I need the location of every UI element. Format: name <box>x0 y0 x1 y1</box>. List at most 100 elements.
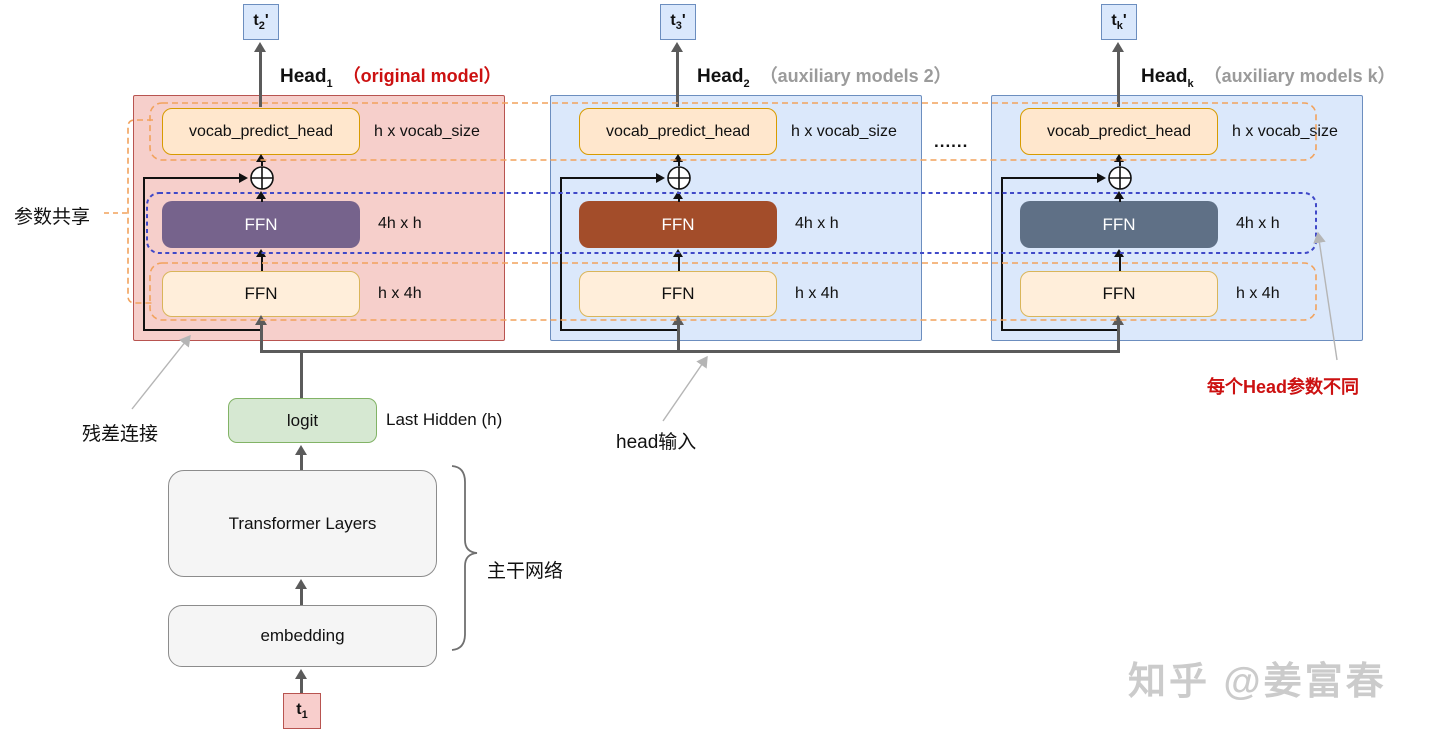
residual-line-bottom <box>143 329 262 331</box>
arrow-into-transformer <box>295 579 307 589</box>
add-icon <box>249 165 275 196</box>
line <box>261 197 263 202</box>
headk-title: Headk（auxiliary models k） <box>1141 66 1396 90</box>
head2-note: （auxiliary models 2） <box>759 66 952 86</box>
head1-input-riser <box>260 325 263 352</box>
token-text: t1 <box>296 700 308 722</box>
output-line <box>676 51 679 107</box>
head1-block: vocab_predict_head h x vocab_size FFN 4h… <box>133 95 505 341</box>
line <box>1119 160 1121 166</box>
transformer-layers-box: Transformer Layers <box>168 470 437 577</box>
ellipsis-dots: ...... <box>934 132 969 151</box>
headk-ffn-down-dim: h x 4h <box>1236 285 1280 302</box>
residual-label: 残差连接 <box>82 424 159 445</box>
watermark: 知乎 @姜富春 <box>1128 661 1387 703</box>
output-arrowhead <box>254 42 266 52</box>
transformer-layers-label: Transformer Layers <box>228 513 377 533</box>
residual-line-vertical <box>1001 177 1003 330</box>
output-arrowhead <box>1112 42 1124 52</box>
logit-label: logit <box>286 410 319 430</box>
headk-ffn-up-box: FFN <box>1020 201 1218 248</box>
output-arrowhead <box>671 42 683 52</box>
token-text: tk' <box>1111 11 1127 33</box>
token-t3-box: t3' <box>660 4 696 40</box>
line <box>678 160 680 166</box>
headk-block: vocab_predict_head h x vocab_size FFN 4h… <box>991 95 1363 341</box>
residual-line-vertical <box>560 177 562 330</box>
head2-ffn-up-box: FFN <box>579 201 777 248</box>
head1-note: （original model） <box>342 66 502 86</box>
arrow-into-embedding <box>295 669 307 679</box>
head1-ffn-up-dim: 4h x h <box>378 215 422 232</box>
line <box>1119 197 1121 202</box>
token-text: t2' <box>253 11 269 33</box>
headk-vocab-dim: h x vocab_size <box>1232 123 1338 140</box>
residual-line-vertical <box>143 177 145 330</box>
backbone-label: 主干网络 <box>487 561 564 582</box>
line <box>1119 255 1121 271</box>
ffn-label: FFN <box>661 284 695 303</box>
token-tk-box: tk' <box>1101 4 1137 40</box>
ffn-label: FFN <box>244 214 278 234</box>
token-t2-box: t2' <box>243 4 279 40</box>
ffn-label: FFN <box>244 284 278 303</box>
head1-ffn-down-dim: h x 4h <box>378 285 422 302</box>
head2-input-riser <box>677 325 680 352</box>
output-line <box>1117 51 1120 107</box>
residual-line-top <box>560 177 657 179</box>
ffn-label: FFN <box>1102 284 1136 303</box>
residual-arrowhead <box>1097 173 1106 183</box>
param-share-label: 参数共享 <box>14 207 91 228</box>
add-icon <box>666 165 692 196</box>
ffn-label: FFN <box>661 214 695 234</box>
head1-vocab-predict-head-box: vocab_predict_head <box>162 108 360 155</box>
vocab-label: vocab_predict_head <box>188 122 334 140</box>
token-t1-box: t1 <box>283 693 321 729</box>
head2-ffn-down-dim: h x 4h <box>795 285 839 302</box>
residual-line-top <box>1001 177 1098 179</box>
headk-input-arrowhead <box>1112 315 1124 325</box>
line <box>300 454 303 470</box>
headk-input-riser <box>1117 325 1120 352</box>
head-input-annotation-arrow <box>662 355 708 422</box>
last-hidden-label: Last Hidden (h) <box>386 410 503 429</box>
add-icon <box>1107 165 1133 196</box>
residual-line-bottom <box>1001 329 1120 331</box>
arrow-into-logit <box>295 445 307 455</box>
residual-line-bottom <box>560 329 679 331</box>
vocab-label: vocab_predict_head <box>605 122 751 140</box>
residual-arrowhead <box>239 173 248 183</box>
embedding-label: embedding <box>260 626 345 645</box>
line <box>261 160 263 166</box>
token-text: t3' <box>670 11 686 33</box>
head1-vocab-dim: h x vocab_size <box>374 123 480 140</box>
line <box>261 255 263 271</box>
headk-ffn-down-box: FFN <box>1020 271 1218 317</box>
headk-vocab-predict-head-box: vocab_predict_head <box>1020 108 1218 155</box>
head2-ffn-down-box: FFN <box>579 271 777 317</box>
residual-annotation-arrow <box>131 334 191 410</box>
line <box>300 588 303 605</box>
head1-ffn-down-box: FFN <box>162 271 360 317</box>
line <box>678 197 680 202</box>
head2-vocab-predict-head-box: vocab_predict_head <box>579 108 777 155</box>
head-input-label: head输入 <box>616 432 697 453</box>
head1-ffn-up-box: FFN <box>162 201 360 248</box>
head1-input-arrowhead <box>255 315 267 325</box>
residual-arrowhead <box>656 173 665 183</box>
output-line <box>259 51 262 107</box>
head2-title: Head2（auxiliary models 2） <box>697 66 952 90</box>
line <box>678 255 680 271</box>
ffn-label: FFN <box>1102 214 1136 234</box>
backbone-brace <box>451 465 478 651</box>
head2-ffn-up-dim: 4h x h <box>795 215 839 232</box>
head2-block: vocab_predict_head h x vocab_size FFN 4h… <box>550 95 922 341</box>
head2-vocab-dim: h x vocab_size <box>791 123 897 140</box>
head1-title: Head1（original model） <box>280 66 502 90</box>
head2-input-arrowhead <box>672 315 684 325</box>
head-diff-label: 每个Head参数不同 <box>1207 377 1360 397</box>
headk-ffn-up-dim: 4h x h <box>1236 215 1280 232</box>
logit-to-bus-line <box>300 352 303 399</box>
residual-line-top <box>143 177 240 179</box>
